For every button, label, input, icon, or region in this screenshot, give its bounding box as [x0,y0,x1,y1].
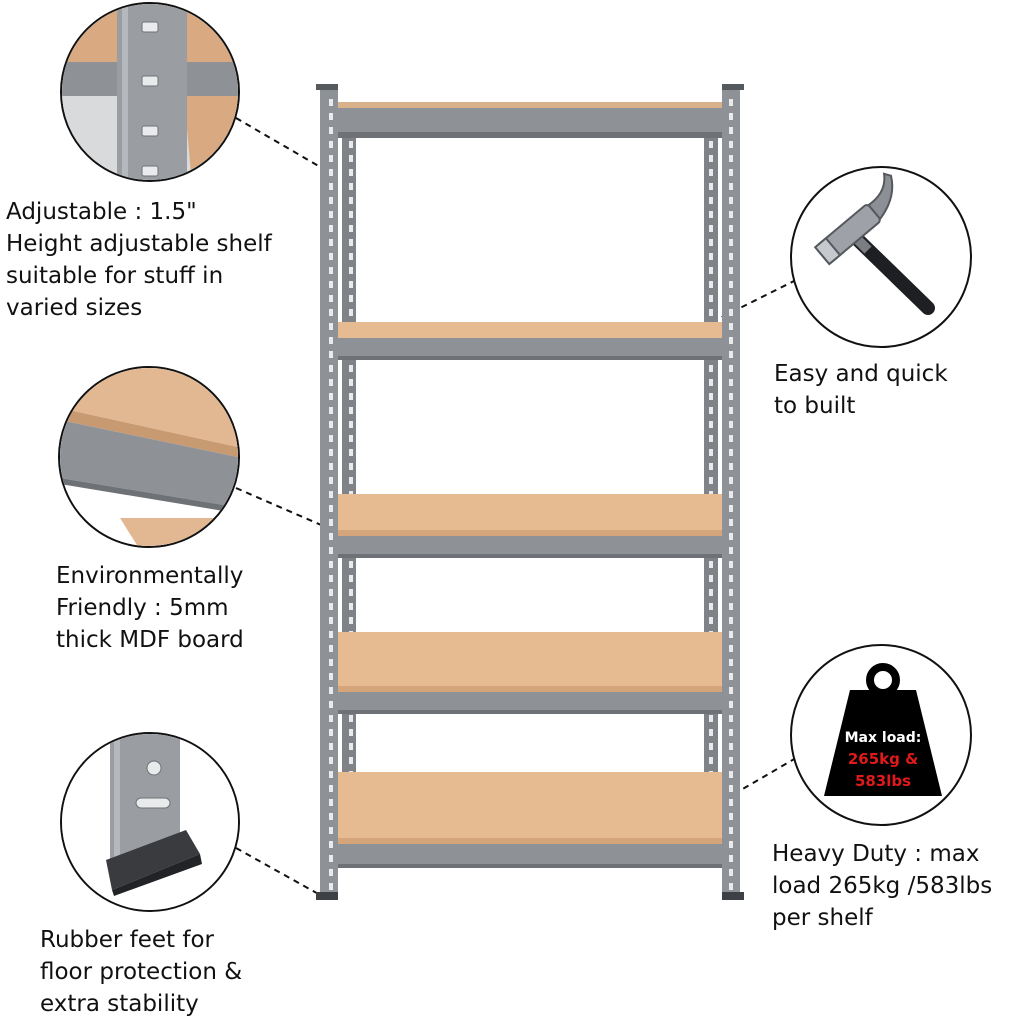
weight-handle-icon [866,663,900,697]
hammer-icon [813,172,935,315]
caption-line: thick MDF board [56,627,244,653]
assembly-caption: Easy and quick to built [774,358,948,422]
weight-badge-lbs: 583lbs [855,772,911,790]
weight-badge-title: Max load: [845,730,922,746]
upright-closeup-image [62,4,238,180]
mdf-board-closeup-image [60,368,238,546]
shelf-3 [336,494,724,558]
caption-line: to built [774,393,856,419]
weight-badge-circle: Max load: 265kg & 583lbs [790,644,972,826]
heavy-duty-caption: Heavy Duty : max load 265kg /583lbs per … [772,838,992,934]
caption-line: Heavy Duty : max [772,841,980,867]
caption-line: Easy and quick [774,361,948,387]
caption-line: Rubber feet for [40,927,214,953]
shelf-2 [336,322,724,360]
mdf-detail-circle [58,366,240,548]
shelf-5 [336,772,724,868]
shelving-unit [316,82,744,900]
caption-line: load 265kg /583lbs [772,873,993,899]
caption-line: extra stability [40,991,199,1017]
caption-line: floor protection & [40,959,243,985]
connector-eco [235,487,329,529]
upright-detail-circle [60,2,240,182]
shelf-4 [336,632,724,714]
weight-badge-kg: 265kg & [848,750,918,768]
caption-line: Height adjustable shelf [6,231,272,257]
caption-line: Environmentally [56,563,244,589]
adjustable-caption: Adjustable : 1.5" Height adjustable shel… [6,196,272,324]
shelf-1 [336,102,724,138]
rubber-foot-closeup-image [62,734,238,910]
eco-caption: Environmentally Friendly : 5mm thick MDF… [56,560,244,656]
caption-line: per shelf [772,905,873,931]
feet-caption: Rubber feet for floor protection & extra… [40,924,242,1020]
caption-line: varied sizes [6,295,143,321]
connector-adjustable [235,117,323,169]
rubber-feet-detail-circle [60,732,240,912]
weight-icon [824,690,942,796]
caption-line: Adjustable : 1.5" [6,199,197,225]
connector-feet [235,847,323,897]
caption-line: suitable for stuff in [6,263,224,289]
caption-line: Friendly : 5mm [56,595,229,621]
hammer-circle [790,166,972,348]
